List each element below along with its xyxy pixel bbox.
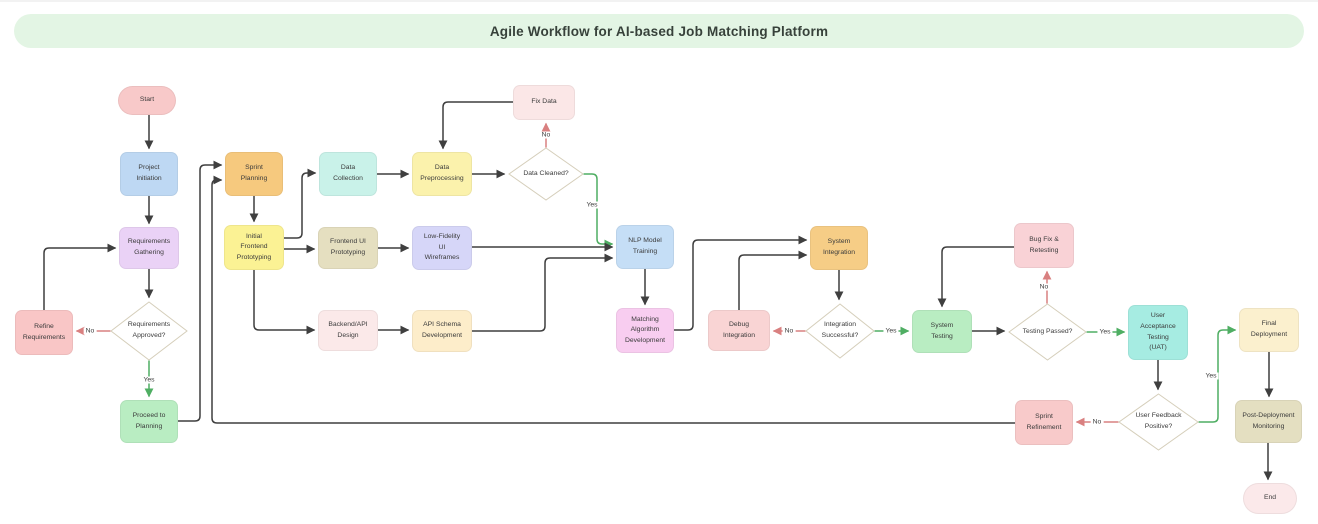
node-debug_integration[interactable]: Debug Integration	[708, 310, 770, 351]
edge-api_schema-to-nlp_model	[471, 253, 614, 332]
node-bug_fix[interactable]: Bug Fix & Retesting	[1014, 223, 1074, 268]
node-post_deployment[interactable]: Post-Deployment Monitoring	[1235, 400, 1302, 443]
node-label-frontend_ui: Frontend UI Prototyping	[330, 238, 366, 256]
node-label-system_testing: System Testing	[930, 321, 954, 340]
node-initial_frontend[interactable]: Initial Frontend Prototyping	[224, 225, 284, 270]
node-label-integration_successful: Integration Successful?	[821, 321, 859, 339]
node-fix_data[interactable]: Fix Data	[513, 85, 575, 120]
edge-refine_requirements-to-requirements_gathering	[43, 243, 117, 311]
decision-diamond-shape	[110, 301, 188, 361]
node-label-fix_data: Fix Data	[531, 98, 557, 106]
decision-diamond-shape	[1118, 393, 1199, 451]
edge-label-yes-data_cleaned: Yes	[584, 201, 600, 209]
node-label-matching_algo: Matching Algorithm Development	[624, 315, 666, 344]
node-label-backend_api: Backend/API Design	[328, 320, 368, 339]
node-label-data_preprocessing: Data Preprocessing	[420, 164, 464, 182]
edge-label-yes-testing_passed: Yes	[1097, 328, 1113, 336]
node-data_collection[interactable]: Data Collection	[319, 152, 377, 196]
node-backend_api[interactable]: Backend/API Design	[318, 310, 378, 351]
node-testing_passed[interactable]: Testing Passed?	[1008, 303, 1087, 361]
node-label-end: End	[1263, 494, 1277, 502]
title-banner: Agile Workflow for AI-based Job Matching…	[14, 14, 1304, 48]
node-label-data_cleaned: Data Cleaned?	[523, 169, 569, 177]
node-nlp_model[interactable]: NLP Model Training	[616, 225, 674, 269]
node-system_testing[interactable]: System Testing	[912, 310, 972, 353]
node-label-project_initiation: Project Initiation	[136, 164, 162, 182]
node-label-sprint_refinement: Sprint Refinement	[1026, 412, 1062, 431]
edge-initial_frontend-to-backend_api	[253, 269, 316, 335]
node-refine_requirements[interactable]: Refine Requirements	[15, 310, 73, 355]
node-user_feedback[interactable]: User Feedback Positive?	[1118, 393, 1199, 451]
edge-fix_data-to-data_preprocessing	[438, 101, 514, 150]
node-label-requirements_approved: Requirements Approved?	[127, 321, 171, 339]
node-final_deployment[interactable]: Final Deployment	[1239, 308, 1299, 352]
node-label-proceed_planning: Proceed to Planning	[132, 411, 166, 430]
edge-label-yes-user_feedback: Yes	[1203, 372, 1219, 380]
node-label-testing_passed: Testing Passed?	[1022, 327, 1073, 335]
node-end[interactable]: End	[1243, 483, 1297, 514]
node-low_fidelity[interactable]: Low-Fidelity UI Wireframes	[412, 226, 472, 270]
node-sprint_planning[interactable]: Sprint Planning	[225, 152, 283, 196]
node-integration_successful[interactable]: Integration Successful?	[805, 303, 875, 359]
node-api_schema[interactable]: API Schema Development	[412, 310, 472, 352]
page-top-edge	[0, 0, 1318, 2]
node-uat[interactable]: User Acceptance Testing (UAT)	[1128, 305, 1188, 360]
edge-proceed_planning-to-sprint_planning	[177, 160, 223, 422]
node-label-system_integration: System Integration	[822, 238, 856, 256]
edge-label-no-user_feedback: No	[1090, 418, 1104, 426]
node-data_preprocessing[interactable]: Data Preprocessing	[412, 152, 472, 196]
edge-label-no-data_cleaned: No	[539, 131, 553, 139]
decision-diamond-shape	[508, 147, 584, 201]
node-label-nlp_model: NLP Model Training	[628, 237, 662, 255]
edge-label-no-testing_passed: No	[1037, 283, 1051, 291]
node-label-sprint_planning: Sprint Planning	[240, 164, 268, 182]
node-label-low_fidelity: Low-Fidelity UI Wireframes	[423, 233, 461, 262]
node-system_integration[interactable]: System Integration	[810, 226, 868, 270]
edge-bug_fix-to-system_testing	[937, 246, 1015, 308]
page-title: Agile Workflow for AI-based Job Matching…	[489, 23, 829, 39]
node-label-data_collection: Data Collection	[333, 164, 363, 182]
decision-diamond-shape	[1008, 303, 1087, 361]
node-requirements_gathering[interactable]: Requirements Gathering	[119, 227, 179, 269]
node-project_initiation[interactable]: Project Initiation	[120, 152, 178, 196]
edge-debug_integration-to-system_integration	[738, 250, 808, 311]
node-frontend_ui[interactable]: Frontend UI Prototyping	[318, 227, 378, 269]
edge-label-yes-integration_successful: Yes	[883, 327, 899, 335]
node-label-initial_frontend: Initial Frontend Prototyping	[236, 232, 272, 261]
edge-matching_algo-to-system_integration	[673, 235, 808, 331]
node-label-final_deployment: Final Deployment	[1250, 320, 1288, 338]
node-label-uat: User Acceptance Testing (UAT)	[1140, 312, 1176, 352]
node-sprint_refinement[interactable]: Sprint Refinement	[1015, 400, 1073, 445]
decision-diamond-shape	[805, 303, 875, 359]
node-requirements_approved[interactable]: Requirements Approved?	[110, 301, 188, 361]
node-label-debug_integration: Debug Integration	[722, 320, 756, 339]
node-matching_algo[interactable]: Matching Algorithm Development	[616, 308, 674, 353]
edge-sprint_refinement-to-sprint_planning	[211, 175, 1016, 424]
node-label-refine_requirements: Refine Requirements	[22, 322, 66, 341]
node-label-post_deployment: Post-Deployment Monitoring	[1242, 411, 1295, 430]
node-label-start: Start	[139, 96, 155, 104]
edge-data_cleaned-to-nlp_model	[583, 173, 614, 249]
node-label-bug_fix: Bug Fix & Retesting	[1029, 235, 1059, 254]
edge-label-yes-requirements_approved: Yes	[141, 376, 157, 384]
node-label-api_schema: API Schema Development	[421, 321, 463, 339]
node-start[interactable]: Start	[118, 86, 176, 115]
edge-label-no-requirements_approved: No	[83, 327, 97, 335]
edge-label-no-integration_successful: No	[782, 327, 796, 335]
node-label-user_feedback: User Feedback Positive?	[1135, 412, 1182, 430]
node-proceed_planning[interactable]: Proceed to Planning	[120, 400, 178, 443]
node-label-requirements_gathering: Requirements Gathering	[127, 238, 171, 256]
node-data_cleaned[interactable]: Data Cleaned?	[508, 147, 584, 201]
edge-initial_frontend-to-data_collection	[283, 168, 317, 239]
